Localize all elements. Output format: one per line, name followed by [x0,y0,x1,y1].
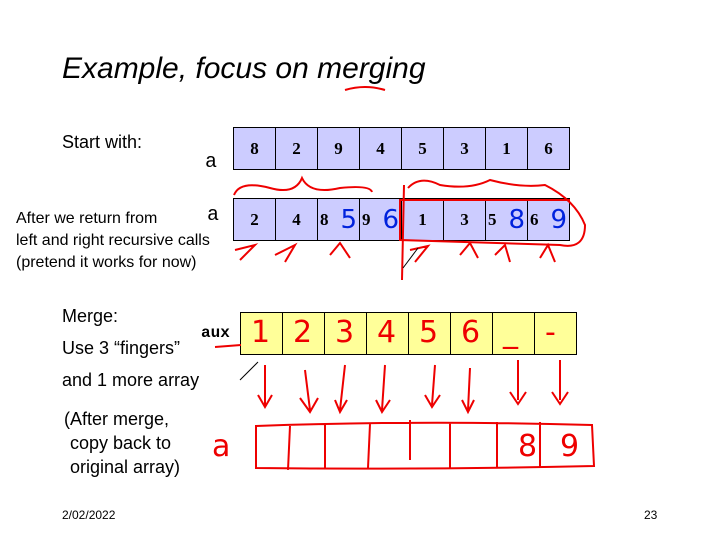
aux-cell: _ [492,312,535,355]
copy-line: copy back to [70,433,172,453]
handwritten-digit: 4 [377,315,397,350]
start-label: Start with: [62,132,143,152]
aux-cell: 5 [408,312,451,355]
array-label-a-2: a [207,204,220,227]
array-cell: 1 [485,127,528,170]
footer-date: 2/02/2022 [62,508,116,522]
aux-cell: 3 [324,312,367,355]
handwritten-digit: 2 [293,315,313,350]
cell-value: 8 [320,209,329,229]
aux-label: aux [201,324,230,342]
aux-pointer-stroke [214,344,242,348]
handwritten-a: a [212,429,231,464]
after-text: After we return from left and right recu… [16,208,210,274]
after-line: After we return from [16,210,158,227]
handwritten-digit: 9 [550,204,567,235]
copy-line: (After merge, [64,409,170,429]
cell-value: 3 [460,209,469,229]
array-cell: 9 [317,127,360,170]
cell-value: 9 [362,209,371,229]
array-cell: 2 [233,198,276,241]
after-line: left and right recursive calls [16,232,210,249]
handwritten-digit: 5 [340,204,357,235]
array-cell: 3 [443,127,486,170]
handwritten-digit: 9 [560,429,580,464]
handwritten-digit: 5 [419,315,439,350]
array-label-a: a [205,151,218,174]
aux-cell: 1 [240,312,283,355]
underline-stroke [344,86,386,91]
aux-cell: 2 [282,312,325,355]
handwritten-digit: 8 [508,204,525,235]
array-cell: 2 [275,127,318,170]
footer-page-number: 23 [644,508,658,522]
finger-marks [234,241,556,263]
cell-value: 6 [530,209,539,229]
merge-line: Use 3 “fingers” [62,338,181,358]
handwritten-digit: 6 [382,204,399,235]
down-arrows [257,360,569,415]
merge-text: Merge: Use 3 “fingers” and 1 more array [62,300,199,396]
array-cell: 6 [527,127,570,170]
after-line: (pretend it works for now) [16,254,197,271]
array-cell: 4 [359,127,402,170]
cell-value: 1 [418,209,427,229]
aux-cell: 4 [366,312,409,355]
cell-value: 4 [292,209,301,229]
array-cell: 3 [443,198,486,241]
aux-cell: - [534,312,577,355]
array-cell: 1 [401,198,444,241]
title-text: Example, focus on [62,52,318,85]
handwritten-digit: - [545,315,556,350]
handwritten-digit: _ [503,315,518,350]
copy-line: original array) [70,457,181,477]
cell-value: 5 [488,209,497,229]
merge-line: and 1 more array [62,370,200,390]
slide-title: Example, focus on merging [62,52,426,86]
title-emphasis: merging [317,52,426,85]
cell-value: 2 [250,209,259,229]
aux-cell: 6 [450,312,493,355]
copy-text: (After merge, copy back to original arra… [64,407,180,479]
handwritten-digit: 1 [251,315,271,350]
array-cell: 8 [233,127,276,170]
merge-line: Merge: [62,306,119,326]
left-brace [233,175,373,196]
array-cell: 5 [401,127,444,170]
handwritten-digit: 3 [335,315,355,350]
handwritten-digit: 8 [518,429,538,464]
array-cell: 4 [275,198,318,241]
handwritten-digit: 6 [461,315,481,350]
